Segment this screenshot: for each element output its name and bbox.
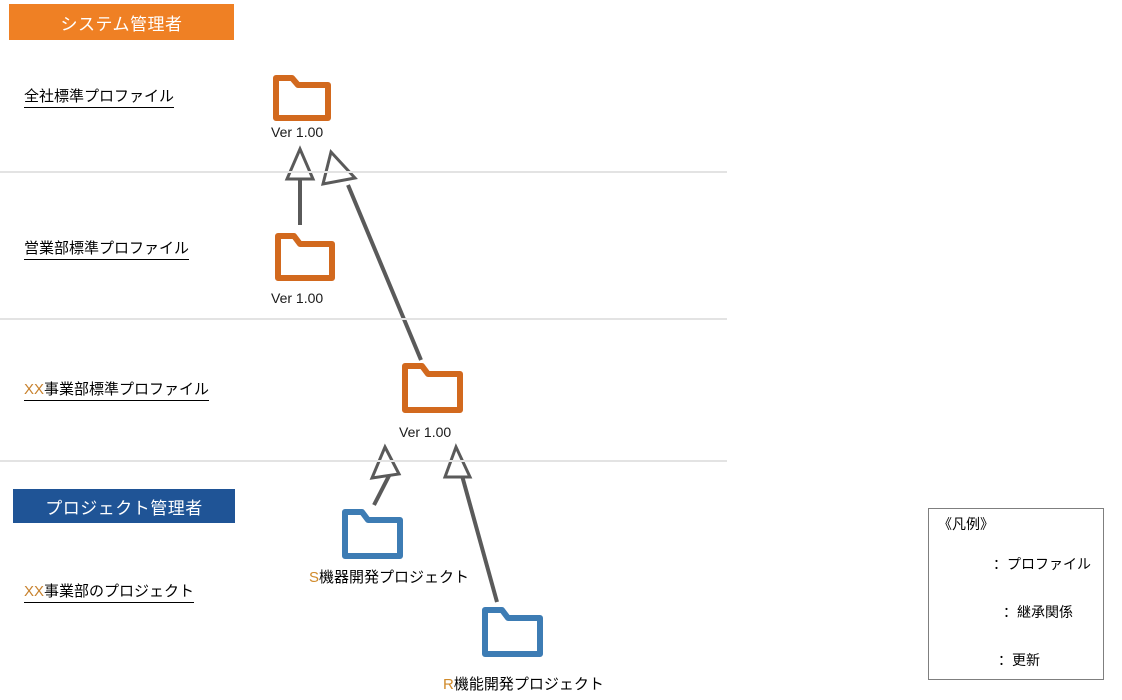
legend-item-profile-label: ：プロファイル	[993, 554, 1091, 574]
node-caption-lead-s: S	[309, 569, 320, 586]
node-caption-text-s: 機器開発プロジェクト	[319, 569, 470, 586]
legend-separator-1: ：	[1003, 604, 1017, 620]
row-label-text-3: 事業部のプロジェクト	[44, 583, 195, 600]
folder-icon-xx-division-standard-profile[interactable]	[398, 358, 466, 421]
row-label-text-0: 全社標準プロファイル	[24, 88, 175, 105]
legend-separator-2: ：	[998, 652, 1012, 668]
version-label-sales-standard-profile: Ver 1.00	[271, 290, 324, 306]
legend-item-update-label: ：更新	[998, 650, 1040, 670]
swimlane-divider-1	[0, 171, 727, 173]
version-label-xx-division-standard-profile: Ver 1.00	[399, 424, 452, 440]
swimlane-divider-3	[0, 460, 727, 462]
role-badge-system-admin[interactable]: システム管理者	[9, 4, 234, 40]
row-label-text-1: 営業部標準プロファイル	[24, 240, 190, 257]
folder-icon-r-function-development-project[interactable]	[478, 602, 546, 665]
folder-icon-s-device-development-project[interactable]	[338, 504, 406, 567]
inheritance-arrow-rproject-to-xxdivision	[442, 443, 499, 603]
role-badge-project-manager[interactable]: プロジェクト管理者	[13, 489, 235, 523]
inheritance-arrow-sales-to-company	[284, 145, 316, 225]
role-badge-system-admin-label: システム管理者	[60, 14, 183, 34]
row-label-xx-division-standard-profile[interactable]: XX事業部標準プロファイル	[24, 381, 210, 401]
legend-title: 《凡例》	[938, 516, 994, 532]
legend-item-inheritance-label: ：継承関係	[1003, 602, 1073, 622]
node-caption-r-function-development-project: R機能開発プロジェクト	[443, 673, 604, 694]
folder-icon-company-standard-profile[interactable]	[270, 70, 334, 129]
role-badge-project-manager-label: プロジェクト管理者	[45, 498, 203, 518]
row-label-text-2: 事業部標準プロファイル	[44, 381, 210, 398]
legend-box	[928, 508, 1104, 680]
row-label-company-standard-profile[interactable]: 全社標準プロファイル	[24, 88, 175, 108]
row-label-sales-standard-profile[interactable]: 営業部標準プロファイル	[24, 240, 190, 260]
legend-separator-0: ：	[993, 556, 1007, 572]
node-caption-lead-r: R	[443, 676, 454, 693]
row-label-prefix-3: XX	[24, 583, 45, 600]
row-label-xx-division-projects[interactable]: XX事業部のプロジェクト	[24, 583, 195, 603]
node-caption-s-device-development-project: S機器開発プロジェクト	[309, 566, 469, 587]
legend-label-1: 継承関係	[1017, 604, 1073, 620]
node-caption-text-r: 機能開発プロジェクト	[453, 676, 604, 693]
inheritance-arrow-sproject-to-xxdivision	[369, 443, 402, 506]
swimlane-divider-2	[0, 318, 727, 320]
version-label-company-standard-profile: Ver 1.00	[271, 124, 324, 140]
legend-label-2: 更新	[1012, 652, 1040, 668]
inheritance-arrow-xxdivision-to-company	[320, 148, 423, 361]
legend-label-0: プロファイル	[1007, 556, 1091, 572]
folder-icon-sales-standard-profile[interactable]	[272, 228, 338, 289]
row-label-prefix-2: XX	[24, 381, 45, 398]
